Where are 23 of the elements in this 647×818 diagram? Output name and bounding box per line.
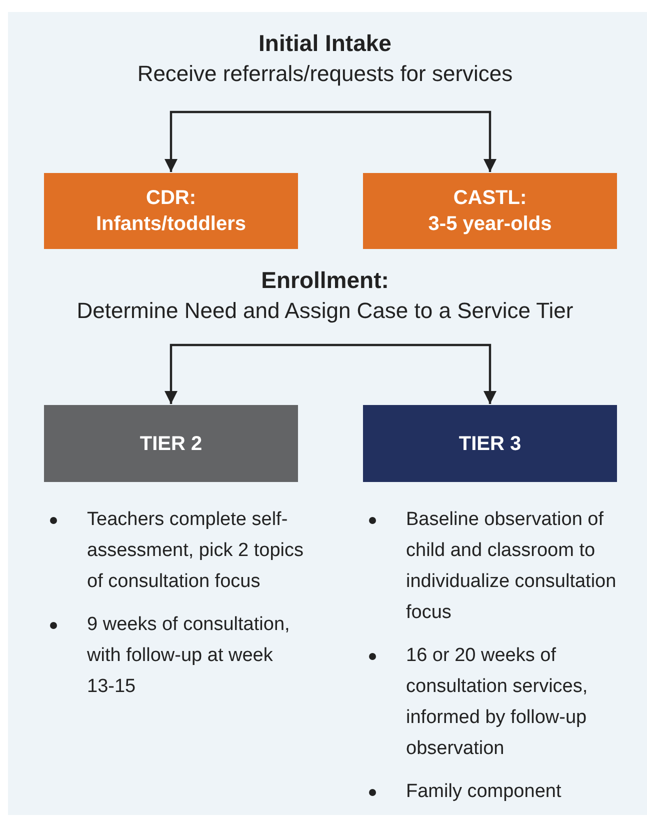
step-heading: Initial Intake (258, 29, 392, 58)
tier-box (44, 405, 298, 482)
arrow (164, 344, 325, 404)
step-heading: Enrollment: (261, 266, 389, 295)
box-label: CASTL: (453, 186, 527, 211)
tier-box (363, 173, 617, 249)
bullet-text: 9 weeks of consultation, with follow-up at week 13-15 (87, 613, 291, 699)
bullet-text: Baseline observation of child and classroom to individualize consultation focus (406, 508, 618, 625)
box-label: 3-5 year-olds (428, 212, 552, 237)
step-description: Receive referrals/requests for services (137, 60, 513, 88)
tier-box (44, 173, 298, 249)
bullet-text: Family component (406, 780, 562, 804)
arrow (164, 110, 325, 172)
bullet-text: Teachers complete self-assessment, pick 2 topics of consultation focus (87, 508, 304, 594)
box-label: Infants/toddlers (96, 212, 246, 237)
box-label: CDR: (146, 186, 196, 211)
bullet-text: 16 or 20 weeks of consultation services, informed by follow-up observation (406, 644, 589, 761)
tier-box (363, 405, 617, 482)
arrow (325, 110, 496, 172)
box-label: TIER 3 (458, 432, 522, 456)
arrow (325, 344, 496, 404)
step-description: Determine Need and Assign Case to a Service Tier (76, 297, 574, 325)
box-label: TIER 2 (140, 432, 202, 456)
